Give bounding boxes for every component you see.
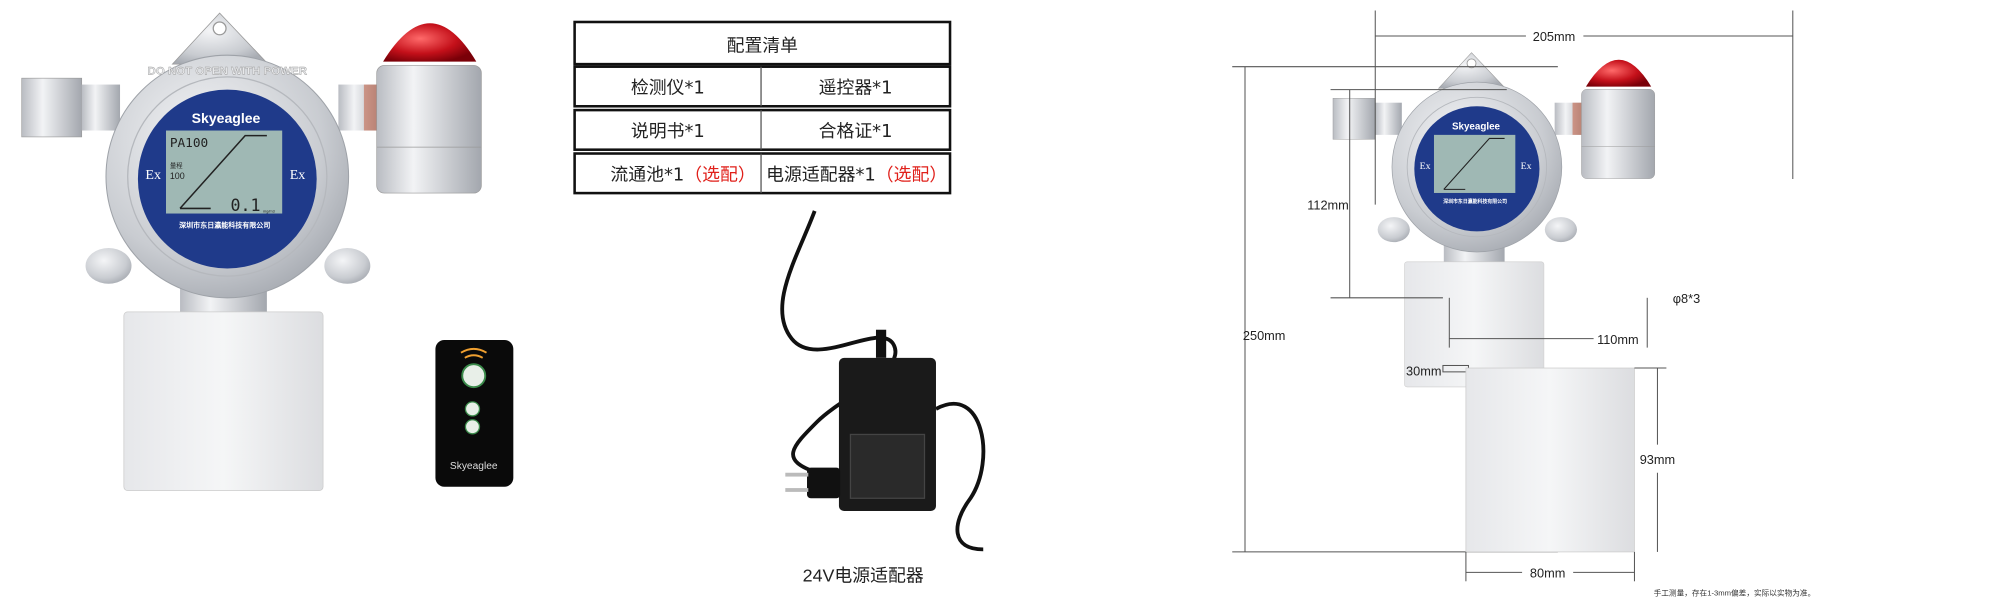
config-item: 流通池*1（选配） — [610, 164, 755, 185]
dim-box-width: 80mm — [1530, 565, 1565, 580]
dim-box-height: 93mm — [1640, 452, 1675, 467]
remote-up-button — [464, 401, 481, 417]
optional-note: （选配） — [876, 164, 947, 185]
signal-icon — [460, 347, 488, 354]
config-table-title: 配置清单 — [727, 35, 798, 56]
lcd-range: 100 — [170, 171, 185, 181]
dim-hole-spacing: 110mm — [1597, 332, 1639, 347]
dim-footnote: 手工测量，存在1-3mm偏差，实际以实物为准。 — [1654, 587, 1816, 597]
config-item: 检测仪*1 — [631, 78, 705, 99]
dim-width-total: 205mm — [1533, 29, 1576, 44]
lcd-mode: PA100 — [170, 136, 208, 151]
config-row: 检测仪*1 遥控器*1 — [573, 65, 952, 108]
config-item: 说明书*1 — [631, 121, 705, 142]
lcd-reading: 0.1 — [231, 196, 261, 215]
remote-control: Skyeaglee — [435, 339, 514, 487]
ex-mark-left: Ex — [1420, 161, 1431, 172]
lcd-unit: mg/m3 — [263, 209, 275, 213]
device-brand: Skyeaglee — [192, 110, 261, 126]
gas-detector-photo: DO NOT OPEN WITH POWER Skyeaglee PA100 量… — [20, 12, 483, 492]
power-adapter-photo: 24V电源适配器 — [780, 210, 986, 585]
company-name: 深圳市东日瀛能科技有限公司 — [179, 221, 270, 230]
ex-mark-right: Ex — [290, 167, 306, 183]
config-table: 配置清单 检测仪*1 遥控器*1 说明书*1 合格证*1 流通池*1（选配） 电… — [573, 20, 952, 195]
lcd-range-label: 量程 — [170, 161, 183, 170]
device-brand: Skyeaglee — [1452, 122, 1501, 133]
adapter-caption: 24V电源适配器 — [803, 565, 924, 585]
dim-gap: 30mm — [1406, 364, 1441, 379]
company-name: 深圳市东日瀛能科技有限公司 — [1443, 198, 1507, 205]
remote-confirm-button — [461, 363, 487, 389]
dimension-drawing: Skyeaglee 深圳市东日瀛能科技有限公司 Ex Ex 205mm 250m… — [1232, 10, 1816, 597]
config-item: 遥控器*1 — [819, 78, 893, 99]
dim-body-height: 112mm — [1307, 198, 1349, 213]
remote-down-button — [464, 419, 481, 435]
dim-holes: φ8*3 — [1673, 291, 1700, 306]
config-row: 说明书*1 合格证*1 — [573, 108, 952, 151]
config-row: 流通池*1（选配） 电源适配器*1（选配） — [573, 152, 952, 195]
remote-brand: Skyeaglee — [450, 461, 498, 472]
dim-height-total: 250mm — [1243, 328, 1286, 343]
config-item: 合格证*1 — [819, 121, 893, 142]
config-item: 电源适配器*1（选配） — [766, 164, 947, 185]
ring-warning-text: DO NOT OPEN WITH POWER — [148, 65, 308, 77]
optional-note: （选配） — [684, 164, 755, 185]
ex-mark-left: Ex — [145, 167, 161, 183]
ex-mark-right: Ex — [1521, 161, 1532, 172]
